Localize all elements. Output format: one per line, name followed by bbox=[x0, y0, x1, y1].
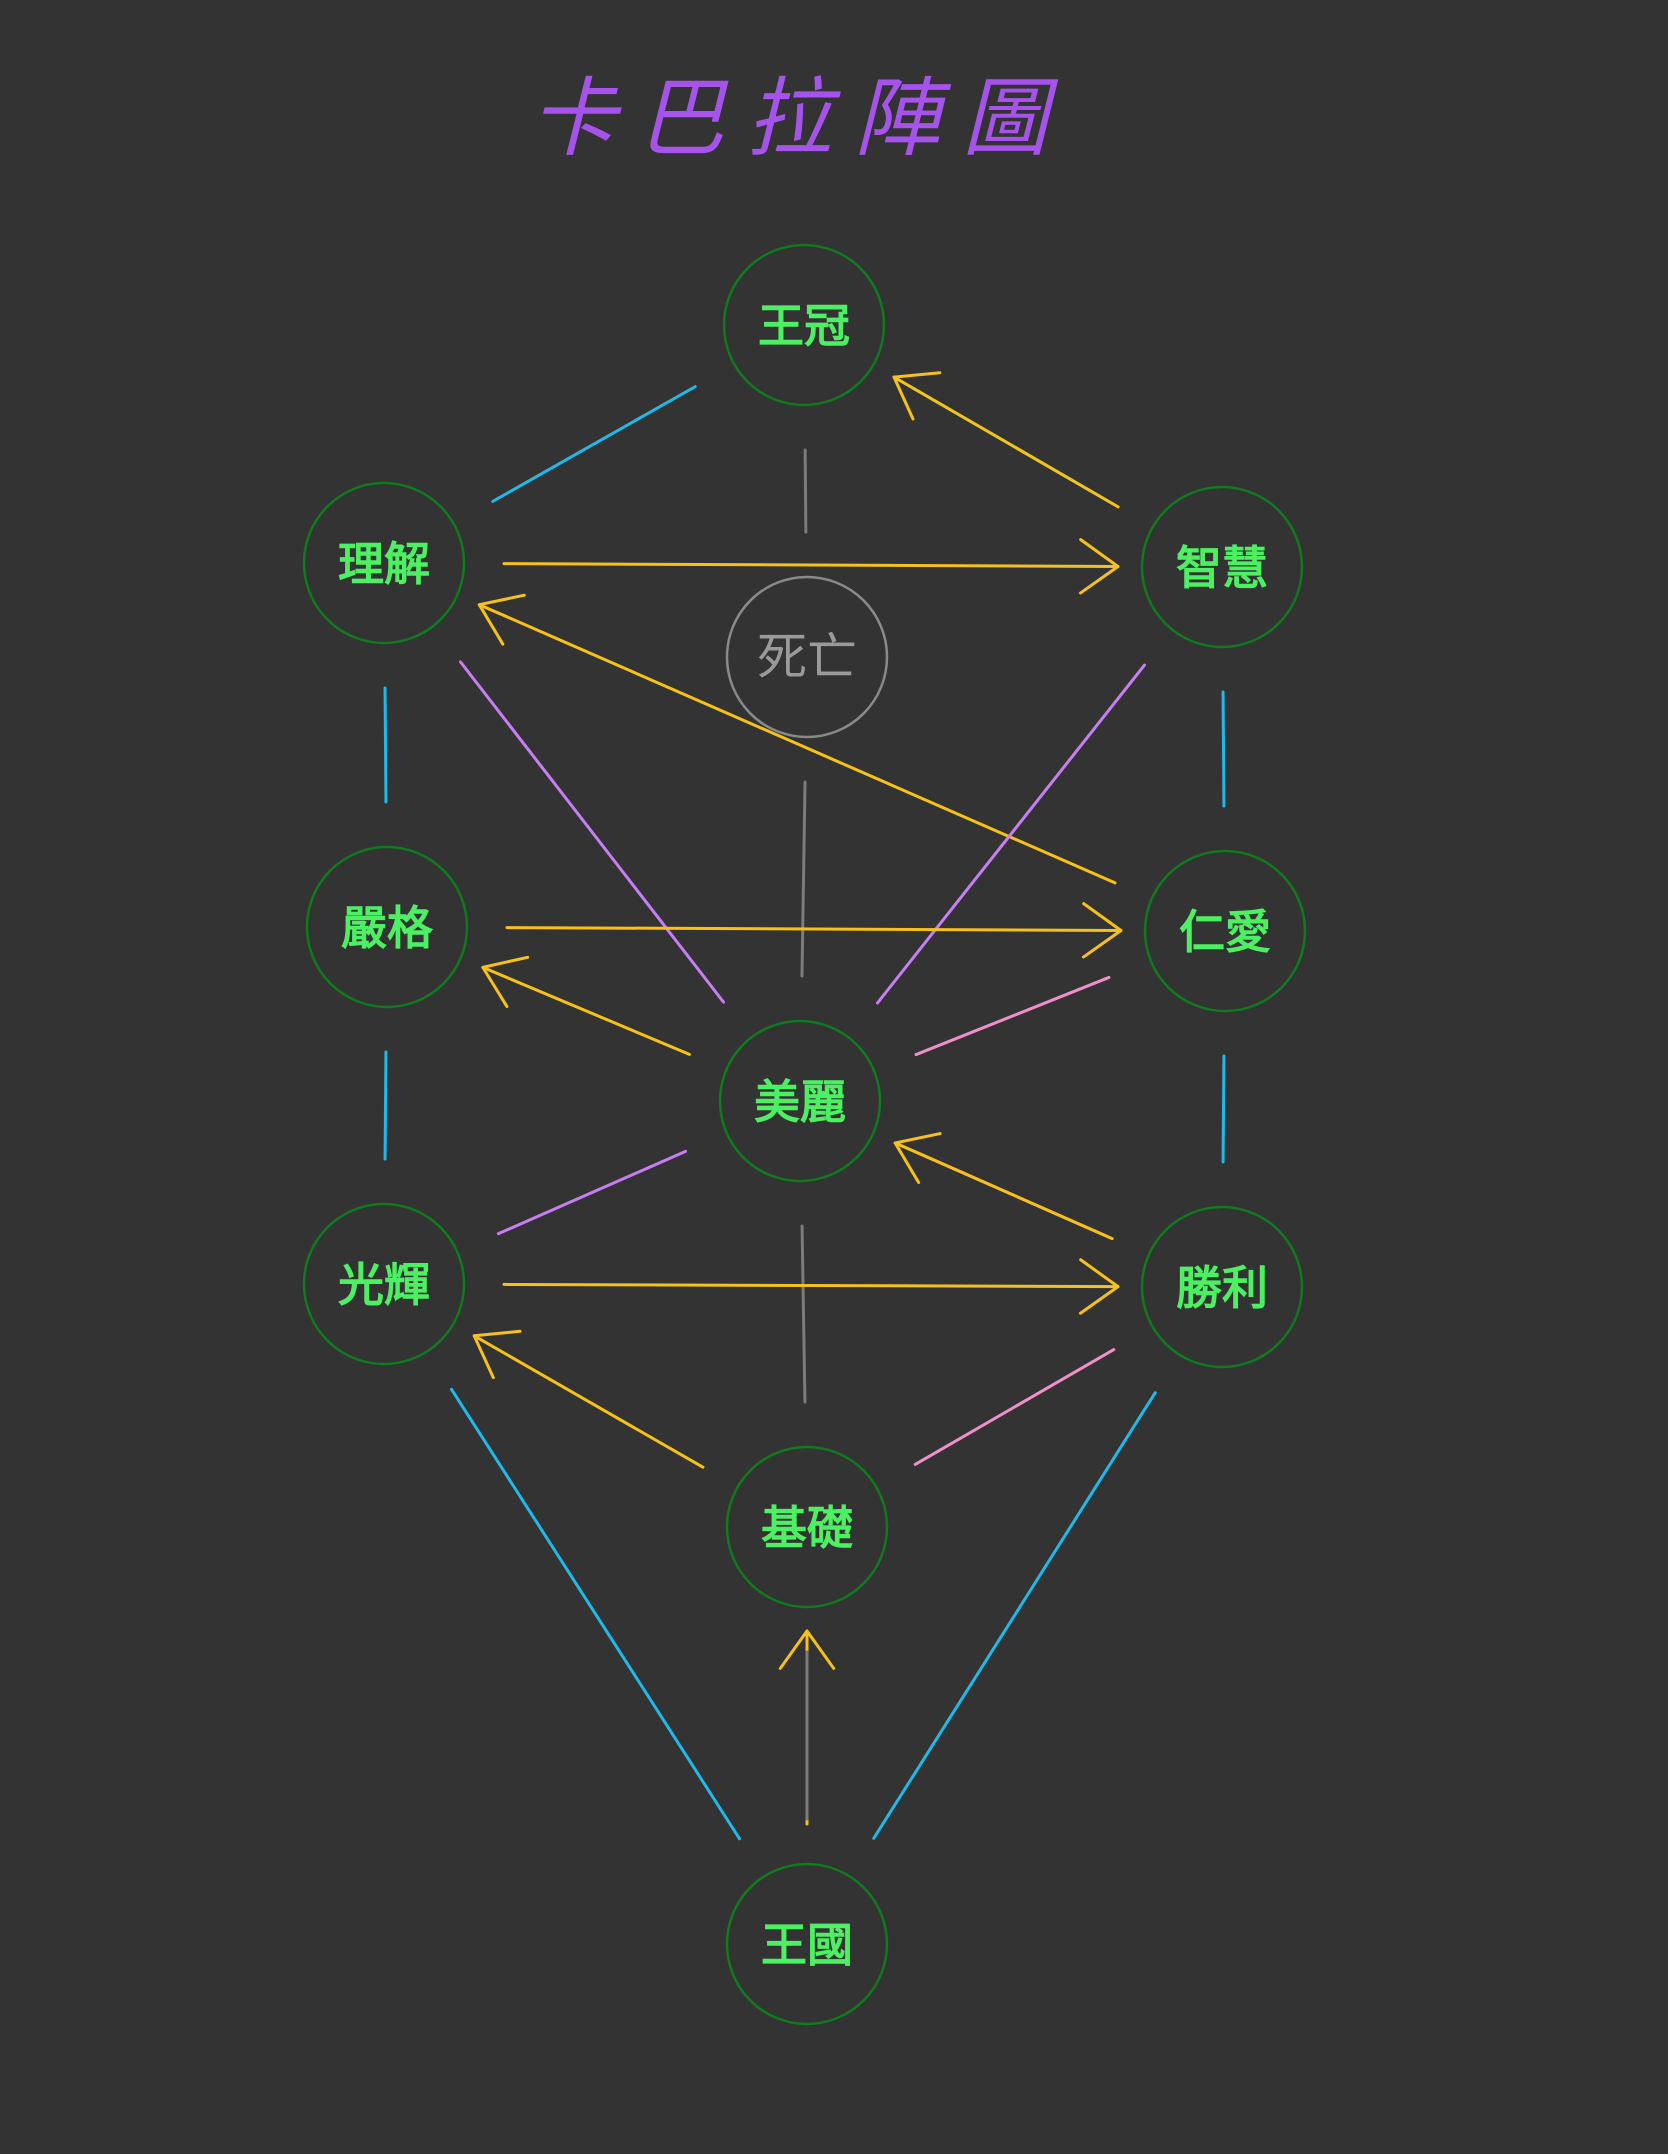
link-line bbox=[383, 1050, 388, 1161]
node-label: 美麗 bbox=[754, 1075, 846, 1129]
node-keter: 王冠 bbox=[722, 243, 886, 407]
link-chokmah-keter-yellow bbox=[892, 371, 1120, 509]
link-geburah-hod-cyan bbox=[383, 1050, 388, 1161]
node-yesod: 基礎 bbox=[725, 1445, 889, 1609]
link-line bbox=[502, 1282, 1120, 1289]
link-line bbox=[472, 1334, 705, 1469]
node-label: 勝利 bbox=[1176, 1261, 1268, 1315]
arrow-head bbox=[1078, 1258, 1120, 1315]
link-netzach-tiphareth-yellow bbox=[893, 1132, 1114, 1241]
node-label: 理解 bbox=[338, 537, 430, 591]
node-label: 光輝 bbox=[338, 1258, 430, 1312]
node-tiphareth: 美麗 bbox=[718, 1019, 882, 1183]
link-chokmah-chesed-cyan bbox=[1221, 690, 1226, 808]
link-tiphareth-hod-violet bbox=[496, 1149, 688, 1236]
link-geburah-chesed-yellow bbox=[505, 902, 1123, 959]
node-circle bbox=[302, 1202, 466, 1366]
arrow-head bbox=[477, 593, 526, 646]
arrow-head bbox=[893, 1132, 942, 1184]
node-malkuth: 王國 bbox=[725, 1862, 889, 2026]
link-line bbox=[383, 686, 388, 804]
node-circle bbox=[302, 481, 466, 645]
node-circle bbox=[1143, 849, 1307, 1013]
link-tiphareth-yesod-gray bbox=[800, 1224, 807, 1404]
node-chesed: 仁愛 bbox=[1143, 849, 1307, 1013]
node-label: 仁愛 bbox=[1179, 905, 1271, 959]
node-circle bbox=[722, 243, 886, 407]
link-line bbox=[458, 660, 726, 1004]
link-chesed-tiphareth-pink bbox=[914, 975, 1111, 1057]
node-circle bbox=[725, 575, 889, 739]
node-binah: 理解 bbox=[302, 481, 466, 645]
node-chokmah: 智慧 bbox=[1140, 485, 1304, 649]
link-keter-daath-gray bbox=[803, 448, 808, 534]
link-line bbox=[872, 1391, 1157, 1840]
link-line bbox=[803, 448, 808, 534]
arrow-head bbox=[892, 371, 942, 421]
node-label: 基礎 bbox=[761, 1501, 853, 1555]
arrow-head bbox=[481, 955, 530, 1009]
link-line bbox=[491, 385, 697, 503]
diagram-title: 卡巴拉陣圖 bbox=[530, 69, 1070, 169]
node-circle bbox=[718, 1019, 882, 1183]
diagram-links bbox=[383, 371, 1226, 1841]
node-label: 死亡 bbox=[757, 628, 857, 686]
link-line bbox=[914, 975, 1111, 1057]
link-binah-geburah-cyan bbox=[383, 686, 388, 804]
node-circle bbox=[725, 1445, 889, 1609]
link-netzach-malkuth-cyan bbox=[872, 1391, 1157, 1840]
link-line bbox=[505, 926, 1123, 933]
node-geburah: 嚴格 bbox=[305, 845, 469, 1009]
node-label: 王冠 bbox=[758, 299, 850, 353]
link-line bbox=[800, 780, 807, 978]
link-chesed-netzach-cyan bbox=[1221, 1054, 1226, 1164]
node-hod: 光輝 bbox=[302, 1202, 466, 1366]
link-netzach-yesod-pink bbox=[913, 1348, 1116, 1466]
link-hod-netzach-yellow bbox=[502, 1258, 1120, 1315]
link-yesod-hod-yellow bbox=[472, 1329, 705, 1469]
link-line bbox=[1221, 690, 1226, 808]
link-binah-chokmah-yellow bbox=[502, 538, 1120, 595]
link-hod-malkuth-cyan bbox=[449, 1387, 742, 1841]
node-daath: 死亡 bbox=[725, 575, 889, 739]
arrow-head bbox=[778, 1629, 836, 1670]
link-line bbox=[502, 562, 1120, 569]
node-circle bbox=[1140, 1205, 1304, 1369]
link-binah-tiphareth-violet bbox=[458, 660, 726, 1004]
node-circle bbox=[305, 845, 469, 1009]
arrow-head bbox=[1078, 538, 1120, 595]
node-label: 王國 bbox=[761, 1918, 853, 1972]
link-line bbox=[892, 375, 1120, 509]
link-line bbox=[800, 1224, 807, 1404]
node-label: 嚴格 bbox=[341, 901, 434, 955]
link-line bbox=[893, 1141, 1114, 1241]
link-line bbox=[1221, 1054, 1226, 1164]
link-tiphareth-geburah-yellow bbox=[481, 955, 691, 1056]
arrow-head bbox=[472, 1329, 522, 1380]
link-line bbox=[481, 965, 691, 1056]
node-netzach: 勝利 bbox=[1140, 1205, 1304, 1369]
link-line bbox=[496, 1149, 688, 1236]
link-chokmah-tiphareth-violet bbox=[876, 663, 1146, 1005]
link-line bbox=[876, 663, 1146, 1005]
link-daath-tiphareth-gray bbox=[800, 780, 807, 978]
arrow-head bbox=[1081, 902, 1123, 959]
node-label: 智慧 bbox=[1176, 541, 1268, 595]
node-circle bbox=[725, 1862, 889, 2026]
link-line bbox=[449, 1387, 742, 1841]
node-circle bbox=[1140, 485, 1304, 649]
link-line bbox=[913, 1348, 1116, 1466]
link-keter-binah-cyan bbox=[491, 385, 697, 503]
